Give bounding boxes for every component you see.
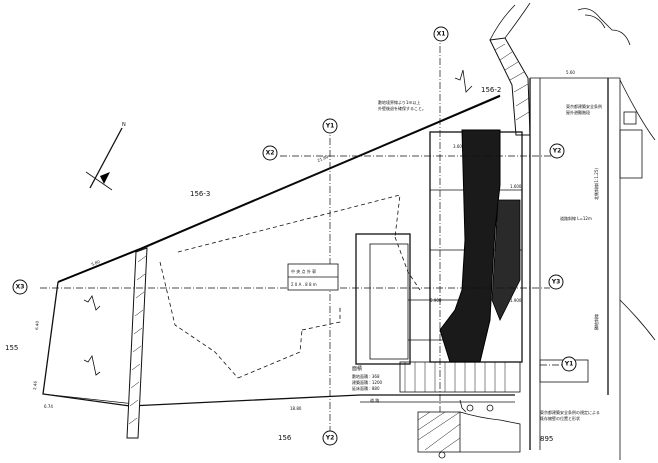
bubble-label: X3 bbox=[16, 284, 25, 291]
lot-label-left: 155 bbox=[5, 344, 18, 352]
gridline-bubble-top: X1 bbox=[433, 26, 449, 42]
legend-text: 東京都建築安全条例 bbox=[566, 103, 602, 109]
dim-4: 5.900 bbox=[430, 298, 442, 303]
bubble-label: X2 bbox=[266, 150, 275, 157]
bottom-right-note-2: 既存擁壁の位置と形状 bbox=[540, 415, 580, 421]
north-label: N bbox=[122, 122, 126, 128]
level-markers bbox=[83, 69, 473, 413]
lot-label-north: 156-2 bbox=[481, 86, 501, 94]
bubble-label: Y1 bbox=[325, 123, 335, 130]
right-note-1: 北側斜線(1:1.25) bbox=[593, 168, 599, 200]
lot-label-west: 156-3 bbox=[190, 190, 210, 198]
info-box-line-2: Σ 0 A . 8 8 m bbox=[291, 282, 317, 287]
top-note-line-1: 敷地境界線より1m以上 bbox=[378, 99, 420, 105]
gridline-bubble-upper-mid: Y1 bbox=[322, 118, 338, 134]
bottom-right-note-1: 東京都建築安全条例の規定による bbox=[540, 409, 600, 415]
dim-7: 6.74 bbox=[44, 404, 53, 409]
gridline-bubble-left-upper: X2 bbox=[262, 145, 278, 161]
info-box-line-1: 中 央 点 外 郭 bbox=[291, 268, 316, 274]
dim-6: 2.46 bbox=[32, 380, 38, 390]
shaded-core bbox=[439, 129, 521, 363]
area-table-line-2: 建築面積 : 1200 bbox=[352, 379, 383, 385]
gridline-bubble-bottom: Y2 bbox=[322, 430, 338, 446]
right-note-3: 隣地斜線 bbox=[593, 314, 599, 330]
lot-label-bottom: 156 bbox=[278, 434, 292, 442]
entrance-steps bbox=[417, 404, 521, 459]
gridline-bubble-right-mid: Y3 bbox=[548, 274, 564, 290]
gridline-bubble-right-upper: Y2 bbox=[549, 143, 565, 159]
dim-11: 1.900 bbox=[510, 298, 522, 303]
gridline-bubble-right-low: Y1 bbox=[561, 356, 577, 372]
legend-text-2: 屋外避難階段 bbox=[566, 109, 590, 115]
dim-8: 18.80 bbox=[290, 406, 302, 411]
gridline-bubble-left: X3 bbox=[12, 279, 28, 295]
bubble-label: X1 bbox=[437, 31, 446, 38]
east-road bbox=[529, 8, 656, 460]
bubble-label: Y1 bbox=[564, 361, 574, 368]
area-table-title: 面積 bbox=[352, 365, 362, 372]
top-note-line-2: 外壁後退を確保すること。 bbox=[378, 105, 426, 111]
bubble-label: Y2 bbox=[552, 148, 562, 155]
site-boundary bbox=[42, 94, 515, 407]
right-note-2: 道路斜線 L=12m bbox=[560, 215, 592, 221]
bubble-label: Y2 bbox=[325, 435, 335, 442]
bubble-label: Y3 bbox=[551, 279, 561, 286]
lot-label-bottom-right: 895 bbox=[540, 435, 553, 443]
west-retaining-wall bbox=[126, 247, 148, 439]
area-table-line-1: 敷地面積 : 368 bbox=[352, 373, 380, 379]
dim-5: 1.600 bbox=[510, 184, 522, 189]
dim-10: 5.60 bbox=[566, 70, 575, 75]
area-info-box: 中 央 点 外 郭 Σ 0 A . 8 8 m bbox=[287, 263, 339, 291]
north-retaining-wall bbox=[489, 2, 531, 136]
dim-2: 5.80 bbox=[91, 259, 102, 267]
area-table: 面積 敷地面積 : 368 建築面積 : 1200 延床面積 : 880 bbox=[352, 365, 383, 391]
road-label: 道 路 bbox=[370, 397, 379, 403]
area-table-line-3: 延床面積 : 880 bbox=[352, 385, 380, 391]
dashed-setback bbox=[159, 194, 421, 379]
dim-1: 21.80 bbox=[317, 154, 330, 163]
dim-3: 6.40 bbox=[34, 320, 40, 330]
dim-9: 3.60 bbox=[453, 144, 462, 149]
north-arrow-icon: N bbox=[85, 122, 126, 191]
